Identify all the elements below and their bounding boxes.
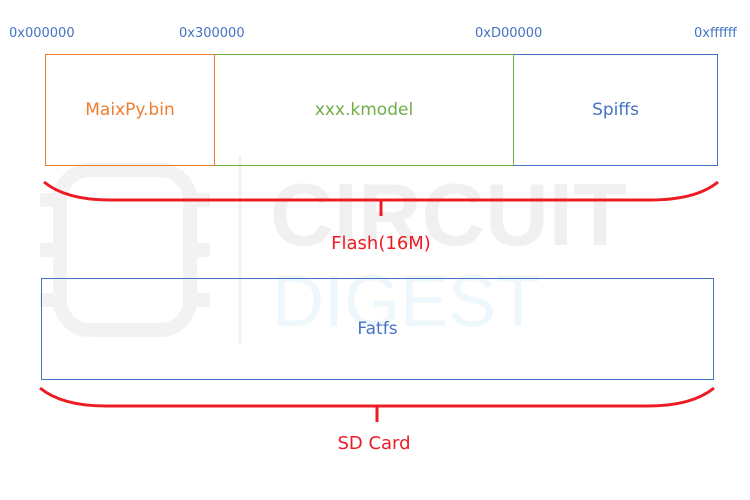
address-label-maixpy-end: 0x300000 <box>179 26 245 41</box>
address-label-kmodel-end: 0xD00000 <box>475 26 543 41</box>
flash-brace <box>43 180 719 216</box>
address-label-end: 0xffffff <box>694 26 737 41</box>
segment-maixpy-bin-label: MaixPy.bin <box>85 100 175 120</box>
segment-kmodel-label: xxx.kmodel <box>314 100 414 120</box>
segment-fatfs-label: Fatfs <box>357 319 398 339</box>
sd-card-label: SD Card <box>337 433 411 454</box>
segment-fatfs: Fatfs <box>41 278 714 380</box>
flash-label: Flash(16M) <box>331 233 431 254</box>
address-label-start: 0x000000 <box>9 26 75 41</box>
segment-kmodel: xxx.kmodel <box>215 54 514 166</box>
segment-maixpy-bin: MaixPy.bin <box>45 54 215 166</box>
sd-card-brace <box>39 386 715 422</box>
segment-spiffs-label: Spiffs <box>592 100 639 120</box>
segment-spiffs: Spiffs <box>514 54 718 166</box>
watermark-text-circuit: CIRCUIT <box>270 165 627 264</box>
watermark-text-digest: DIGEST <box>272 262 540 342</box>
